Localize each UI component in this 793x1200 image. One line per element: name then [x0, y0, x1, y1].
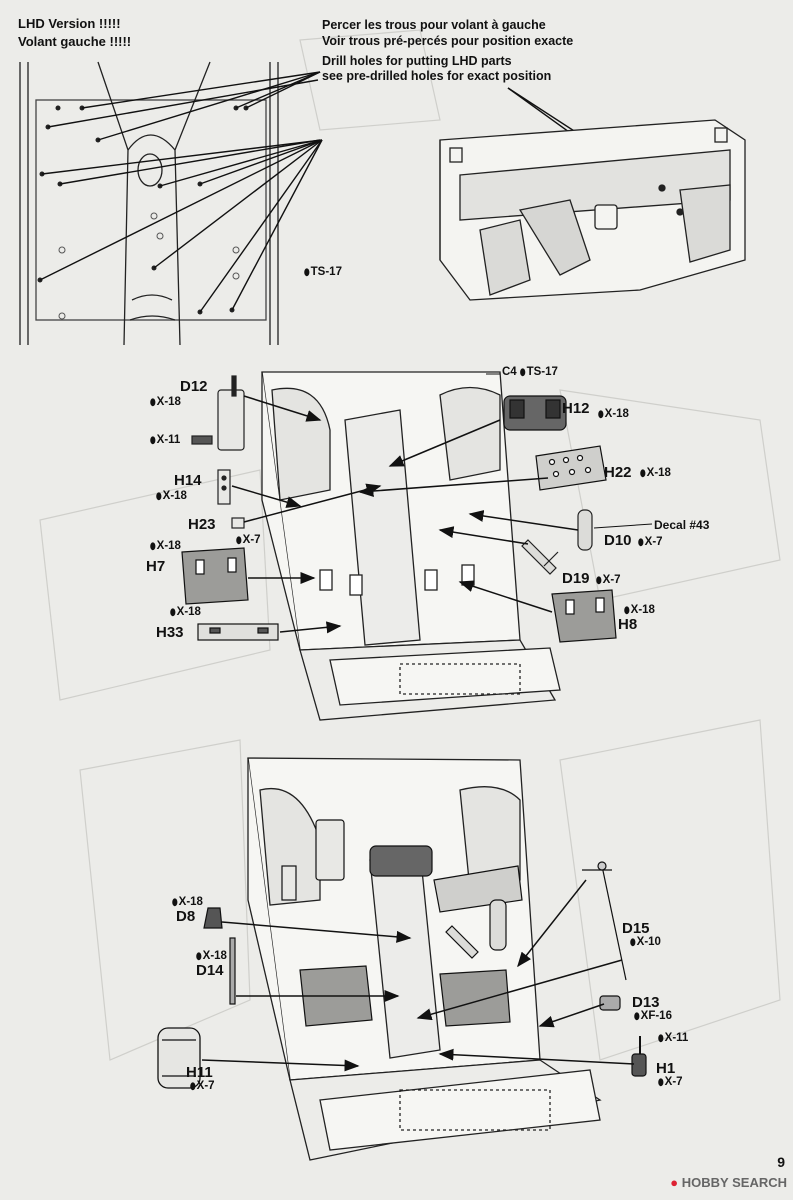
- watermark-hobby-search: ● HOBBY SEARCH: [670, 1175, 787, 1190]
- paint-h1-a: X-11: [658, 1032, 689, 1044]
- paint-h8: X-18: [624, 604, 655, 616]
- paint-h14: X-18: [156, 490, 187, 502]
- label-h12: H12: [562, 400, 590, 417]
- label-d15: D15: [622, 920, 650, 937]
- label-d19: D19: [562, 570, 590, 587]
- paint-h22: X-18: [640, 467, 671, 479]
- floor-pan-top-view: [19, 61, 279, 346]
- part-h33: [197, 623, 279, 641]
- part-h7: [181, 547, 249, 605]
- label-h23: H23: [188, 516, 216, 533]
- label-h11: H11: [186, 1064, 213, 1081]
- label-decal-43: Decal #43: [654, 518, 710, 532]
- part-d14: [229, 937, 236, 1005]
- label-d12: D12: [180, 378, 208, 395]
- part-h14: [217, 469, 245, 529]
- label-d8: D8: [176, 908, 196, 925]
- paint-d8: X-18: [172, 896, 203, 908]
- drill-hole-open-marks: [58, 212, 240, 320]
- instruction-fr-1: Percer les trous pour volant à gauche: [322, 18, 546, 32]
- part-h1: [631, 1036, 647, 1077]
- leader-lines-top: [39, 71, 681, 313]
- label-d14: D14: [196, 962, 224, 979]
- paint-h11: X-7: [190, 1080, 215, 1092]
- label-h7: H7: [146, 558, 166, 575]
- firewall-part: [439, 119, 746, 301]
- paint-d12-a: X-18: [150, 396, 181, 408]
- paint-h7: X-18: [150, 540, 181, 552]
- instruction-en-1: Drill holes for putting LHD parts: [322, 54, 512, 68]
- paint-h23: X-7: [236, 534, 261, 546]
- part-h8: [551, 589, 617, 643]
- cockpit-floor-middle: [261, 371, 561, 721]
- label-d13: D13: [632, 994, 660, 1011]
- lhd-title-fr: Volant gauche !!!!!: [18, 34, 132, 49]
- cockpit-floor-bottom: [247, 757, 602, 1161]
- decal-leader: [593, 523, 653, 529]
- part-h11: [157, 1027, 201, 1089]
- part-d13: [599, 995, 621, 1011]
- label-h33: H33: [156, 624, 184, 641]
- paint-d19: X-7: [596, 574, 621, 586]
- paint-ts17-floor: TS-17: [304, 266, 342, 278]
- lhd-title: LHD Version !!!!!: [18, 16, 121, 31]
- part-h22: [535, 445, 607, 491]
- label-c4: C4 TS-17: [502, 366, 558, 378]
- label-h14: H14: [174, 472, 202, 489]
- paint-h1-b: X-7: [658, 1076, 683, 1088]
- instruction-fr-2: Voir trous pré-percés pour position exac…: [322, 34, 574, 48]
- paint-d14: X-18: [196, 950, 227, 962]
- part-d19: [521, 539, 559, 575]
- paint-d12-b: X-11: [150, 434, 181, 446]
- part-d15: [582, 861, 627, 981]
- paint-h33: X-18: [170, 606, 201, 618]
- bottom-installed-parts: [281, 819, 523, 1027]
- part-d10: [577, 509, 593, 551]
- part-h12: [503, 395, 567, 431]
- paint-d13: XF-16: [634, 1010, 672, 1022]
- paint-d15: X-10: [630, 936, 661, 948]
- label-h1: H1: [656, 1060, 676, 1077]
- label-h22: H22: [604, 464, 632, 481]
- label-h8: H8: [618, 616, 638, 633]
- paint-h12: X-18: [598, 408, 629, 420]
- page-number: 9: [777, 1154, 785, 1170]
- paint-d10: X-7: [638, 536, 663, 548]
- instruction-en-2: see pre-drilled holes for exact position: [322, 69, 552, 83]
- arrows-bottom: [201, 879, 635, 1072]
- arrows-middle: [231, 395, 579, 634]
- part-d12: [191, 375, 245, 451]
- part-d8: [203, 907, 223, 929]
- label-d10: D10: [604, 532, 632, 549]
